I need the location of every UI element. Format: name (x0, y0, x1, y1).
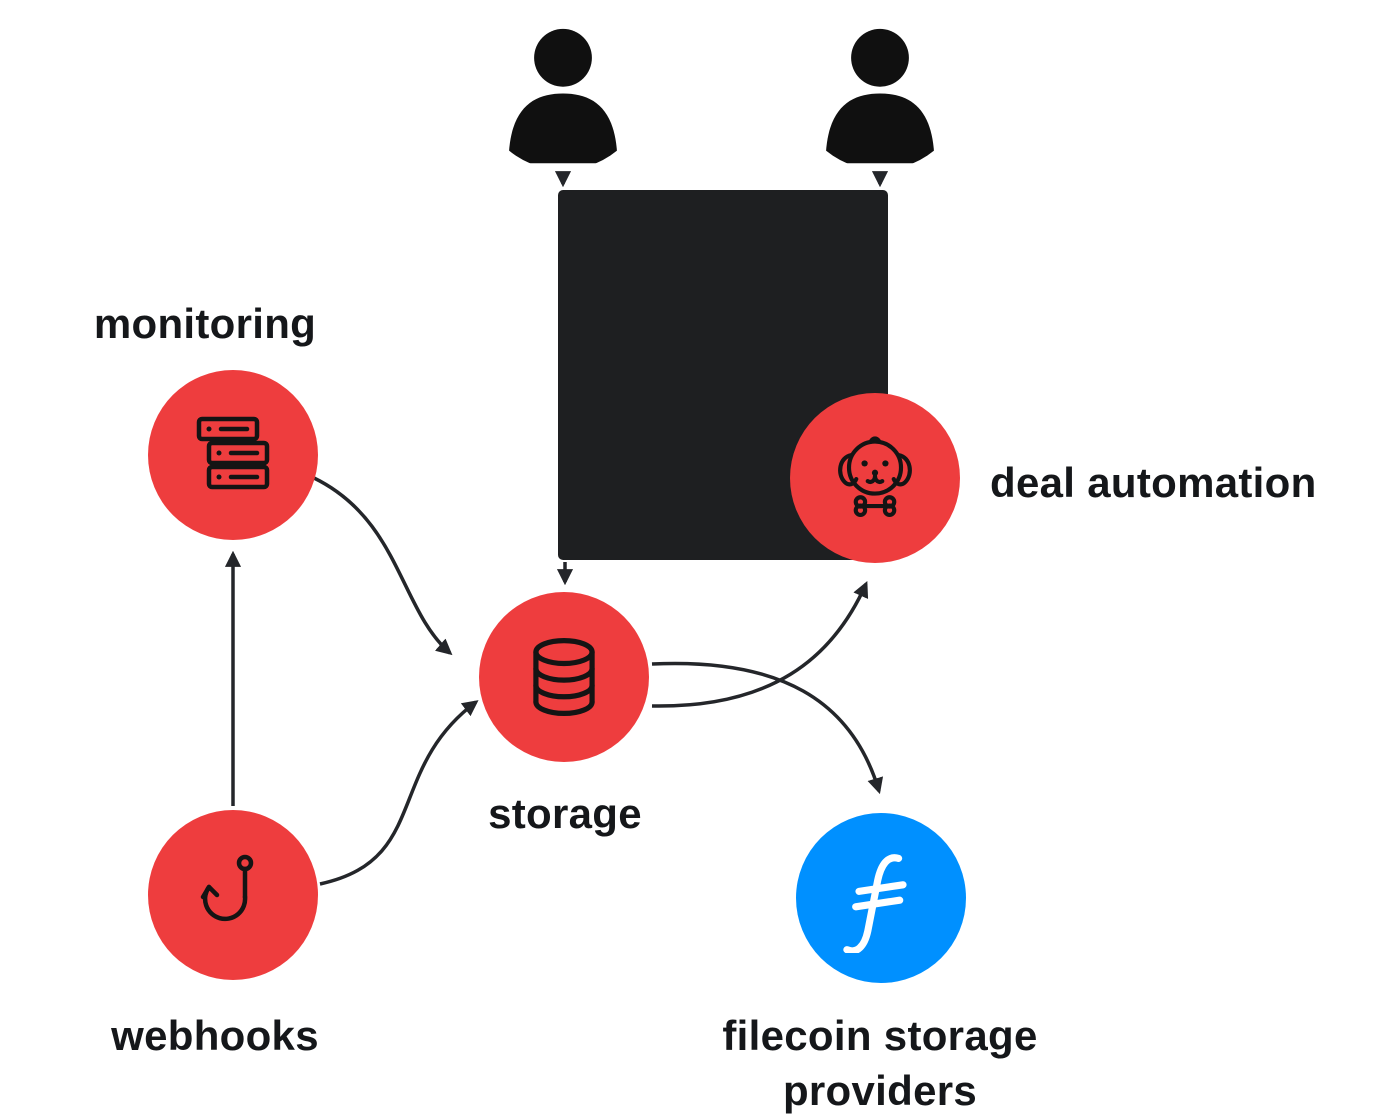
person-icon (508, 28, 618, 164)
node-webhooks (148, 810, 318, 980)
webhooks-label: webhooks (111, 1012, 319, 1059)
arrow-storage-to-deal-automation (651, 581, 869, 708)
node-storage (479, 592, 649, 762)
user-avatar-left (478, 0, 648, 170)
arrow-webhooks-to-storage (319, 700, 479, 886)
filecoin-label-line1: filecoin storage (722, 1012, 1038, 1059)
node-monitoring (148, 370, 318, 540)
person-icon (825, 28, 935, 164)
deal-automation-label: deal automation (990, 459, 1317, 506)
storage-label: storage (488, 790, 642, 837)
fish-hook-icon (200, 854, 254, 922)
node-filecoin (796, 813, 966, 983)
filecoin-label: filecoin storage providers (680, 1008, 1080, 1119)
arrow-monitoring-to-storage (313, 476, 453, 656)
monitoring-label: monitoring (93, 300, 317, 347)
database-icon (533, 638, 595, 716)
filecoin-icon (843, 854, 907, 953)
user-avatar-right (795, 0, 965, 170)
filecoin-label-line2: providers (782, 1067, 978, 1115)
node-deal-automation (790, 393, 960, 563)
server-rack-icon (196, 416, 270, 490)
dog-bone-icon (838, 436, 912, 517)
arrow-storage-to-filecoin (651, 661, 884, 795)
